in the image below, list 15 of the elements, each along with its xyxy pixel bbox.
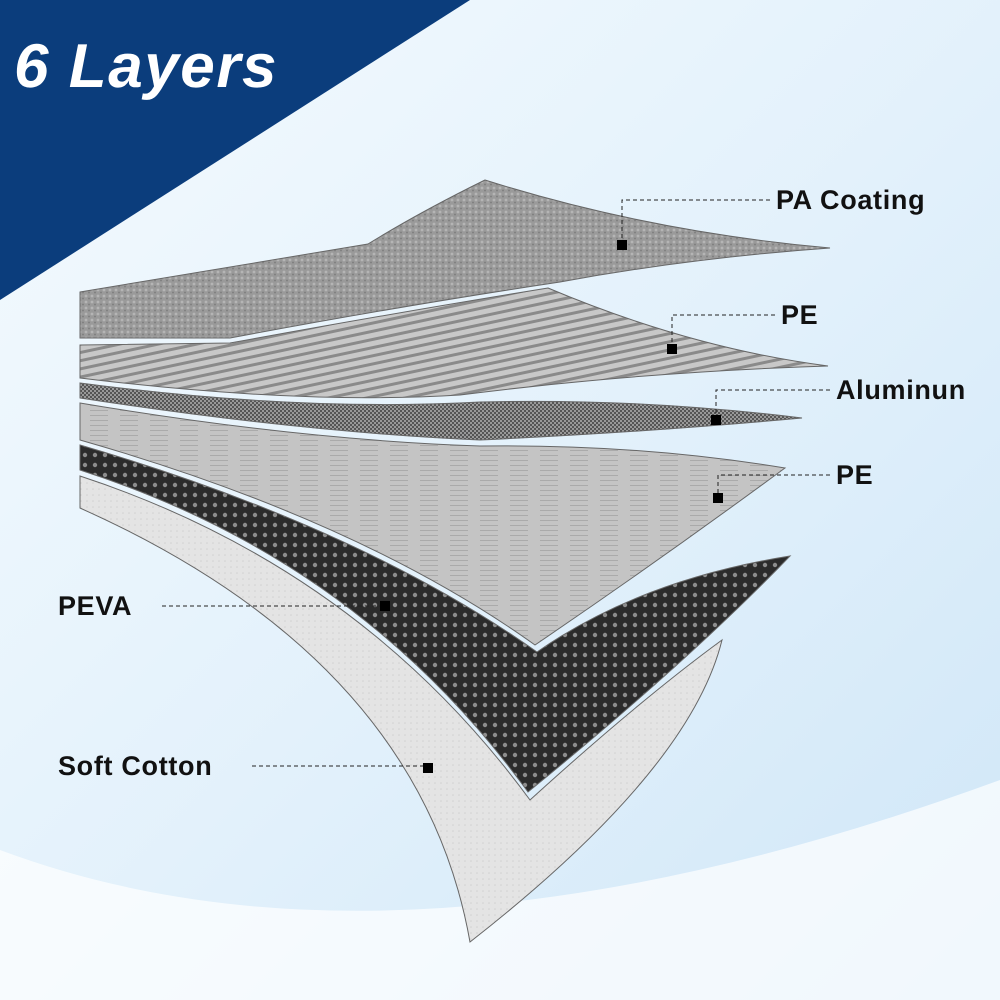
layer-label: Soft Cotton (58, 749, 212, 783)
leader-line (667, 314, 776, 354)
leader-line (252, 763, 433, 773)
layer-label: PA Coating (776, 183, 926, 217)
title: 6 Layers (14, 36, 278, 98)
material-layer (80, 288, 828, 398)
layer-label: Aluminun (836, 373, 966, 407)
leader-line (711, 390, 830, 425)
material-layer (80, 382, 802, 440)
leader-line (162, 601, 390, 611)
leader-line (713, 474, 830, 503)
leader-line (617, 200, 770, 250)
layer-label: PE (836, 458, 874, 492)
layer-label: PEVA (58, 589, 132, 623)
layer-label: PE (781, 298, 818, 332)
